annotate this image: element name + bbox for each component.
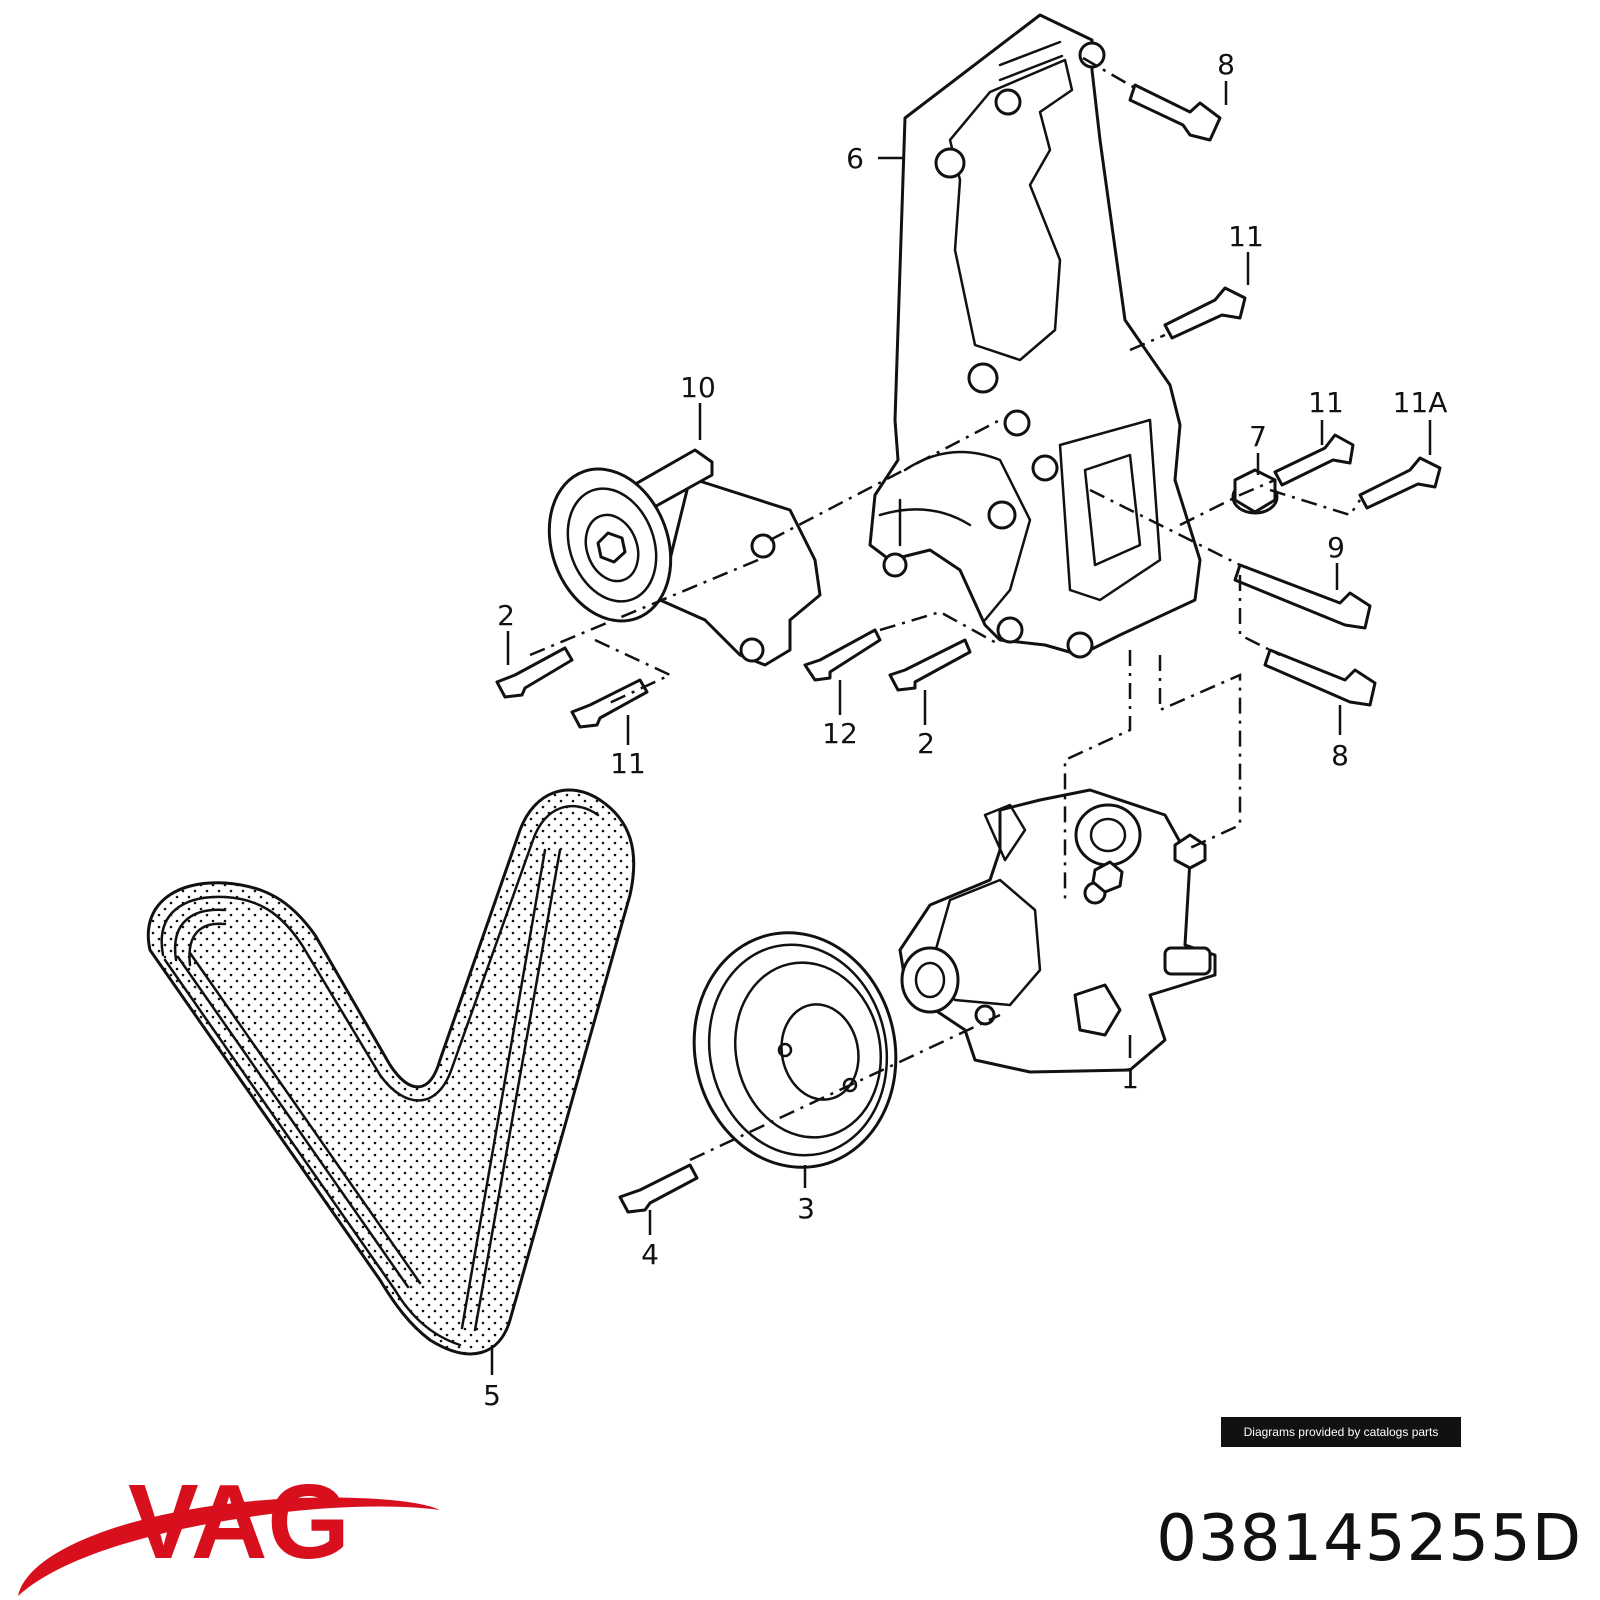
callout-12: 12 — [822, 717, 858, 750]
assembly-lines — [529, 56, 1362, 1162]
part-number: 038145255D — [1156, 1502, 1582, 1576]
bolt-11-right — [1273, 433, 1355, 487]
mounting-bracket — [868, 13, 1202, 659]
bolt-8-top — [1128, 83, 1222, 142]
callout-labels: 6 8 11 10 11 11A 7 9 2 12 2 8 11 1 3 4 5 — [483, 48, 1447, 1412]
bolt-2-left — [495, 646, 574, 699]
callout-3: 3 — [797, 1192, 815, 1225]
callout-2-left: 2 — [497, 599, 515, 632]
logo-swoosh — [18, 1497, 440, 1596]
bolt-11-lower-left — [570, 678, 649, 729]
poly-v-belt — [146, 788, 636, 1356]
bolt-12 — [803, 628, 882, 682]
spacer-7 — [1231, 468, 1279, 515]
power-steering-pump — [898, 788, 1217, 1074]
vag-logo: VAG — [18, 1463, 440, 1596]
callout-11-upper: 11 — [1228, 220, 1264, 253]
belt-tensioner — [547, 448, 822, 667]
diagram-credit-badge: Diagrams provided by catalogs parts — [1221, 1417, 1461, 1447]
bolt-11A — [1358, 456, 1442, 510]
callout-8-lower: 8 — [1331, 739, 1349, 772]
bolt-2-center — [888, 638, 972, 692]
callout-11-right: 11 — [1308, 386, 1344, 419]
callout-1: 1 — [1121, 1062, 1139, 1095]
callout-10: 10 — [680, 371, 716, 404]
callout-8-top: 8 — [1217, 48, 1235, 81]
brand-name: VAG — [128, 1463, 350, 1581]
callout-2-center: 2 — [917, 727, 935, 760]
callout-7: 7 — [1249, 420, 1267, 453]
pump-pulley — [692, 931, 898, 1169]
callout-11A: 11A — [1393, 386, 1448, 419]
bolt-9 — [1233, 563, 1372, 630]
callout-4: 4 — [641, 1238, 659, 1271]
bolt-8-lower — [1263, 648, 1377, 707]
callout-9: 9 — [1327, 531, 1345, 564]
bolts — [495, 83, 1442, 1214]
callout-5: 5 — [483, 1379, 501, 1412]
leader-lines — [490, 81, 1432, 1375]
callout-11-lower-left: 11 — [610, 747, 646, 780]
bolt-11-upper — [1163, 286, 1247, 340]
bolt-4 — [618, 1163, 699, 1214]
callout-6: 6 — [846, 142, 864, 175]
